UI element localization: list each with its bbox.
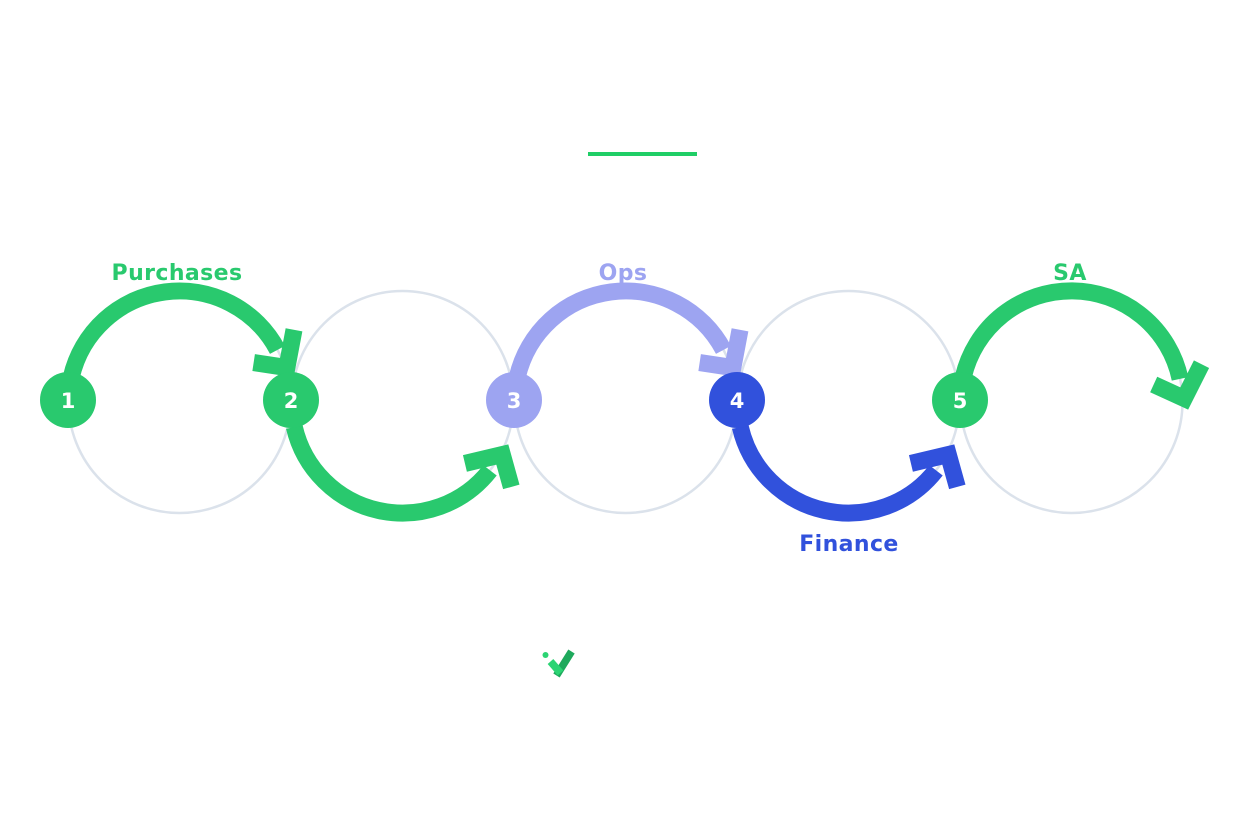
- label-finance: Finance: [799, 532, 899, 557]
- label-ops: Ops: [599, 261, 648, 286]
- step-number-5: 5: [953, 389, 968, 413]
- check-icon: [542, 649, 575, 678]
- step-number-4: 4: [730, 389, 745, 413]
- step-number-1: 1: [61, 389, 76, 413]
- connection-labels: Purchases Ops Finance SA: [112, 261, 1087, 557]
- track-circles: [67, 289, 1184, 515]
- step-number-2: 2: [284, 389, 299, 413]
- step-node-1: [40, 372, 96, 428]
- step-node-2: [263, 372, 319, 428]
- step-node-4: [709, 372, 765, 428]
- connection-arc-5-end: [955, 282, 1210, 410]
- step-number-3: 3: [507, 389, 522, 413]
- step-nodes: [40, 372, 988, 428]
- check-dot: [542, 652, 549, 658]
- connection-arcs: [63, 282, 1210, 522]
- connection-arc-3-4: [509, 282, 749, 379]
- title-underline: [588, 152, 697, 156]
- step-numbers: 1 2 3 4 5: [61, 389, 968, 413]
- label-sa: SA: [1053, 261, 1087, 286]
- label-purchases: Purchases: [112, 261, 243, 286]
- connection-arc-1-2: [63, 282, 303, 379]
- check-short-stroke: [547, 659, 564, 676]
- connection-arc-2-3: [286, 425, 520, 522]
- step-node-5: [932, 372, 988, 428]
- connection-arc-4-5: [732, 425, 966, 522]
- step-node-3: [486, 372, 542, 428]
